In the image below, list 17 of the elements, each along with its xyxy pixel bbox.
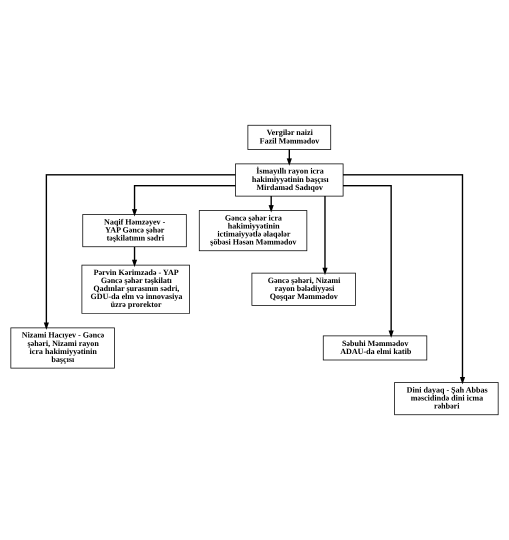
arrow <box>268 196 274 213</box>
node-box: Səbuhi Məmmədov ADAU-da elmi katib <box>322 336 428 360</box>
arrow <box>343 174 466 384</box>
arrow <box>132 185 236 216</box>
arrow <box>44 174 236 330</box>
arrow <box>286 149 292 166</box>
node-box: Vergilər naizi Fazil Məmmədov <box>248 124 332 150</box>
node-box: Nizami Hacıyev - Gəncə şəhəri, Nizami rayon icra hakimiyyətinin başçısı <box>10 327 115 368</box>
arrow <box>132 246 138 268</box>
arrow <box>322 196 328 276</box>
node-box: Gəncə şəhəri, Nizami rayon bələdiyyəsi Qoşqar Məmmədov <box>252 272 356 306</box>
node-box: İsmayıllı rayon icra hakimiyyətinin başçısı Mirdaməd Sadıqov <box>235 163 344 196</box>
node-box: Pərvin Kərimzadə - YAP Gəncə şəhər təşkilatı Qadınlar şurasının sədri, GDU-da elm və innovasiya üzrə prorektor <box>82 264 190 314</box>
arrow <box>343 185 394 338</box>
node-box: Gəncə şəhər icra hakimiyyətinin ictimaiyyətlə əlaqələr şöbəsi Həsən Məmmədov <box>198 210 308 252</box>
node-box: Naqif Həmzəyev - YAP Gəncə şəhər təşkilatının sədri <box>82 214 187 248</box>
node-box: Dini dayaq - Şah Abbas məscidində dini icma rəhbəri <box>394 382 499 416</box>
